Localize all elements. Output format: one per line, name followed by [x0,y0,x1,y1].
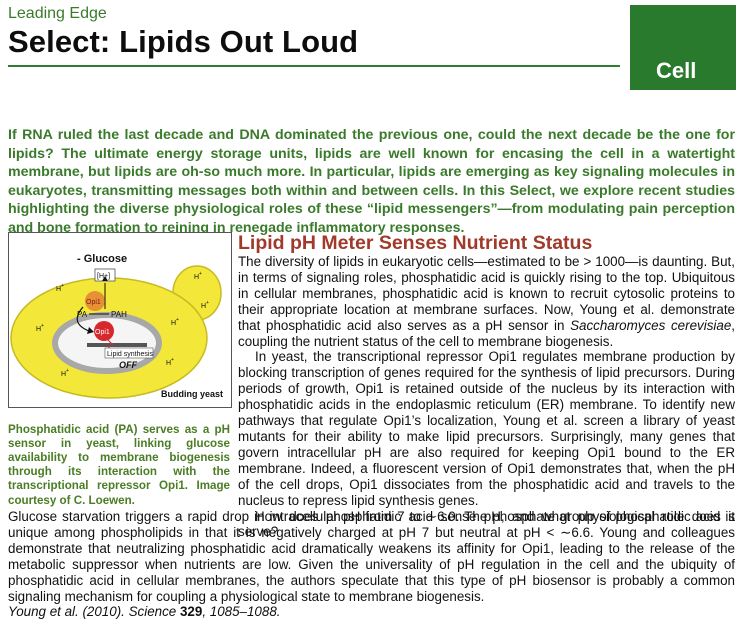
opi1-nuclear [94,321,114,341]
title-rule [8,65,620,67]
reference: Young et al. (2010). Science 329, 1085–1… [8,604,281,620]
opi1-bound [85,291,105,311]
svg-text:+: + [199,271,202,277]
cell-logo: Cell [630,5,736,90]
svg-text:+: + [206,300,209,306]
svg-text:+: + [176,317,179,323]
svg-text:+: + [61,283,64,289]
off-label: OFF [119,360,137,370]
figure: - Glucose [H+] Opi1 PA PAH Opi1 Lipid sy… [8,232,232,408]
article-heading: Lipid pH Meter Senses Nutrient Status [238,232,593,254]
glucose-label: - Glucose [77,253,127,265]
svg-text:H: H [56,286,61,293]
paragraph-3-rest: Glucose starvation triggers a rapid drop… [8,509,735,604]
page-title: Select: Lipids Out Loud [8,24,359,59]
svg-text:H: H [171,320,176,327]
svg-text:+: + [171,357,174,363]
article-column: The diversity of lipids in eukaryotic ce… [238,254,735,540]
translocation-arrowhead [87,327,94,334]
proton-markers: H+ H+ H+ H+ H+ H+ H+ [36,271,209,378]
opi1-bound-label: Opi1 [86,299,101,306]
proton-box-label: [H+] [97,273,110,280]
cell-logo-text: Cell [656,58,697,83]
paragraph-2: In yeast, the transcriptional repressor … [238,349,735,508]
yeast-diagram: - Glucose [H+] Opi1 PA PAH Opi1 Lipid sy… [10,253,223,399]
svg-text:H: H [61,371,66,378]
lipid-synthesis-label: Lipid synthesis [107,351,153,358]
svg-text:H: H [166,360,171,367]
section-kicker: Leading Edge [8,5,107,22]
translocation-arrow [76,306,90,332]
lipid-synthesis-box [104,347,154,359]
block-cross-1 [104,336,114,346]
intro-paragraph: If RNA ruled the last decade and DNA dom… [8,127,735,236]
ref-volume: 329 [179,604,203,620]
dna-bar [87,343,147,347]
figure-caption: Phosphatidic acid (PA) serves as a pH se… [8,422,230,507]
species-name: Saccharomyces cerevisiae [570,317,732,333]
svg-text:+: + [66,368,69,374]
svg-text:H: H [36,326,41,333]
pah-label: PAH [111,310,127,319]
full-width-text: Glucose starvation triggers a rapid drop… [8,509,735,619]
pa-label: PA [77,310,88,319]
svg-text:+: + [41,323,44,329]
svg-text:H: H [201,303,206,310]
budding-yeast-label: Budding yeast [161,389,223,399]
paragraph-3-start: How does phosphatidic acid sense pH, and… [238,508,735,540]
paragraph-1: The diversity of lipids in eukaryotic ce… [238,254,736,349]
opi1-nuclear-label: Opi1 [95,329,110,336]
svg-text:H: H [194,274,199,281]
proton-arrowhead [102,276,108,281]
